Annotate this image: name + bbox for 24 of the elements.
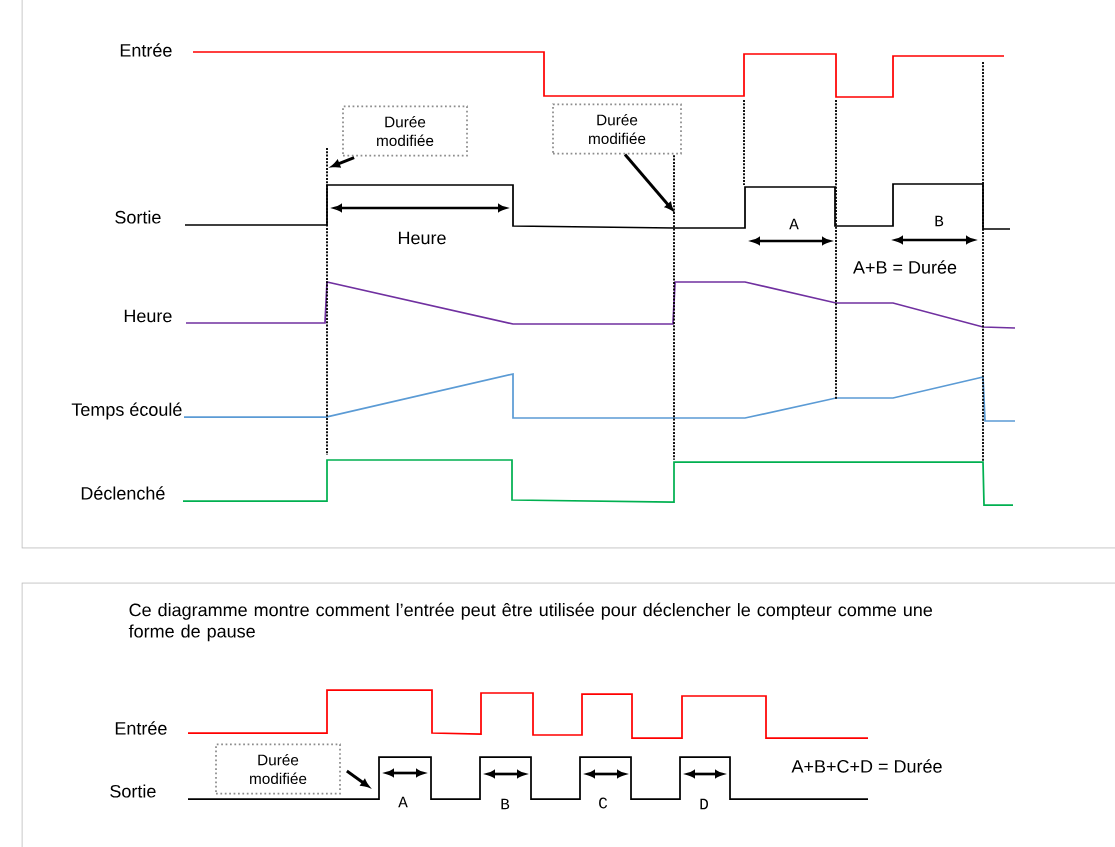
- dimension-label: D: [700, 798, 708, 810]
- signal-label: Entrée: [120, 43, 172, 57]
- dimension-label: A: [789, 218, 799, 230]
- signal-label: Entrée: [115, 721, 167, 735]
- signal-label: Sortie: [115, 210, 161, 224]
- caption-text: Ce diagramme montre comment l’entrée peut être utilisée pour déclencher le compteur comme une forme de pause: [128, 602, 933, 642]
- dimension-label: Heure: [399, 231, 446, 245]
- note-box: Durée modifiée: [342, 105, 468, 157]
- dimension-label: A: [398, 796, 408, 808]
- marker-line: [673, 154, 675, 461]
- dimension-label: C: [599, 797, 608, 809]
- dimension-label: B: [935, 215, 944, 227]
- leader-line: [331, 156, 355, 168]
- leader-line: [346, 769, 370, 788]
- note-box: Durée modifiée: [215, 743, 341, 795]
- signal-label: Déclenché: [81, 486, 165, 500]
- note-box: Durée modifiée: [552, 103, 682, 155]
- dimension-label: B: [501, 798, 510, 810]
- signal-label: Sortie: [110, 784, 156, 798]
- leader-line: [623, 153, 674, 211]
- signal-label: Heure: [124, 309, 172, 323]
- formula-text: A+B = Durée: [853, 260, 957, 274]
- signal-label: Temps écoulé: [71, 402, 182, 420]
- formula-text: A+B+C+D = Durée: [791, 759, 942, 773]
